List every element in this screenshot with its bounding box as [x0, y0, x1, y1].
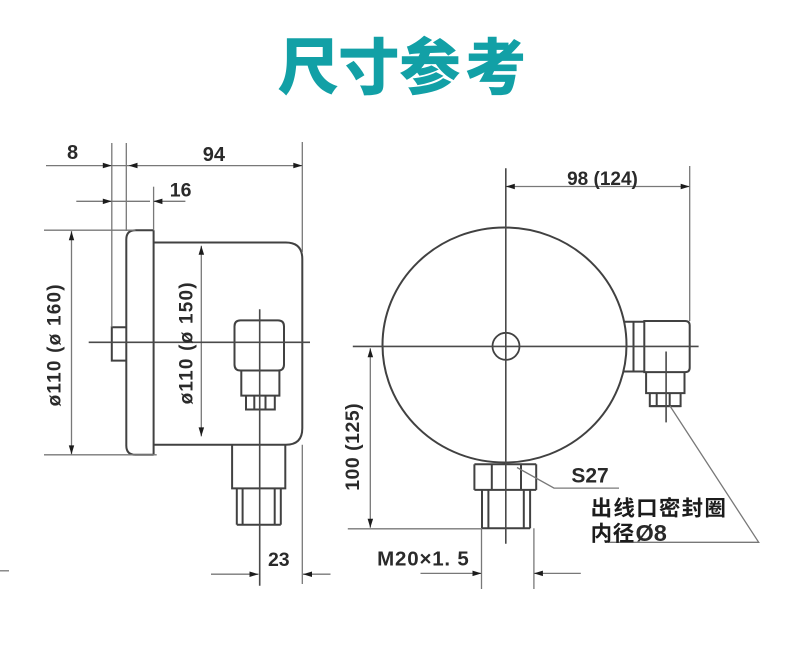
- svg-text:23: 23: [268, 549, 290, 571]
- svg-text:8: 8: [67, 142, 78, 164]
- svg-text:94: 94: [203, 144, 226, 166]
- svg-text:M20×1. 5: M20×1. 5: [377, 548, 469, 571]
- svg-text:ø110 (ø 160): ø110 (ø 160): [45, 283, 66, 406]
- svg-text:98 (124): 98 (124): [567, 169, 638, 190]
- svg-text:ø110 (ø 150): ø110 (ø 150): [177, 281, 198, 404]
- svg-text:16: 16: [170, 179, 192, 201]
- svg-text:100 (125): 100 (125): [342, 403, 364, 491]
- svg-text:S27: S27: [571, 465, 608, 488]
- svg-text:Ø8: Ø8: [636, 520, 667, 546]
